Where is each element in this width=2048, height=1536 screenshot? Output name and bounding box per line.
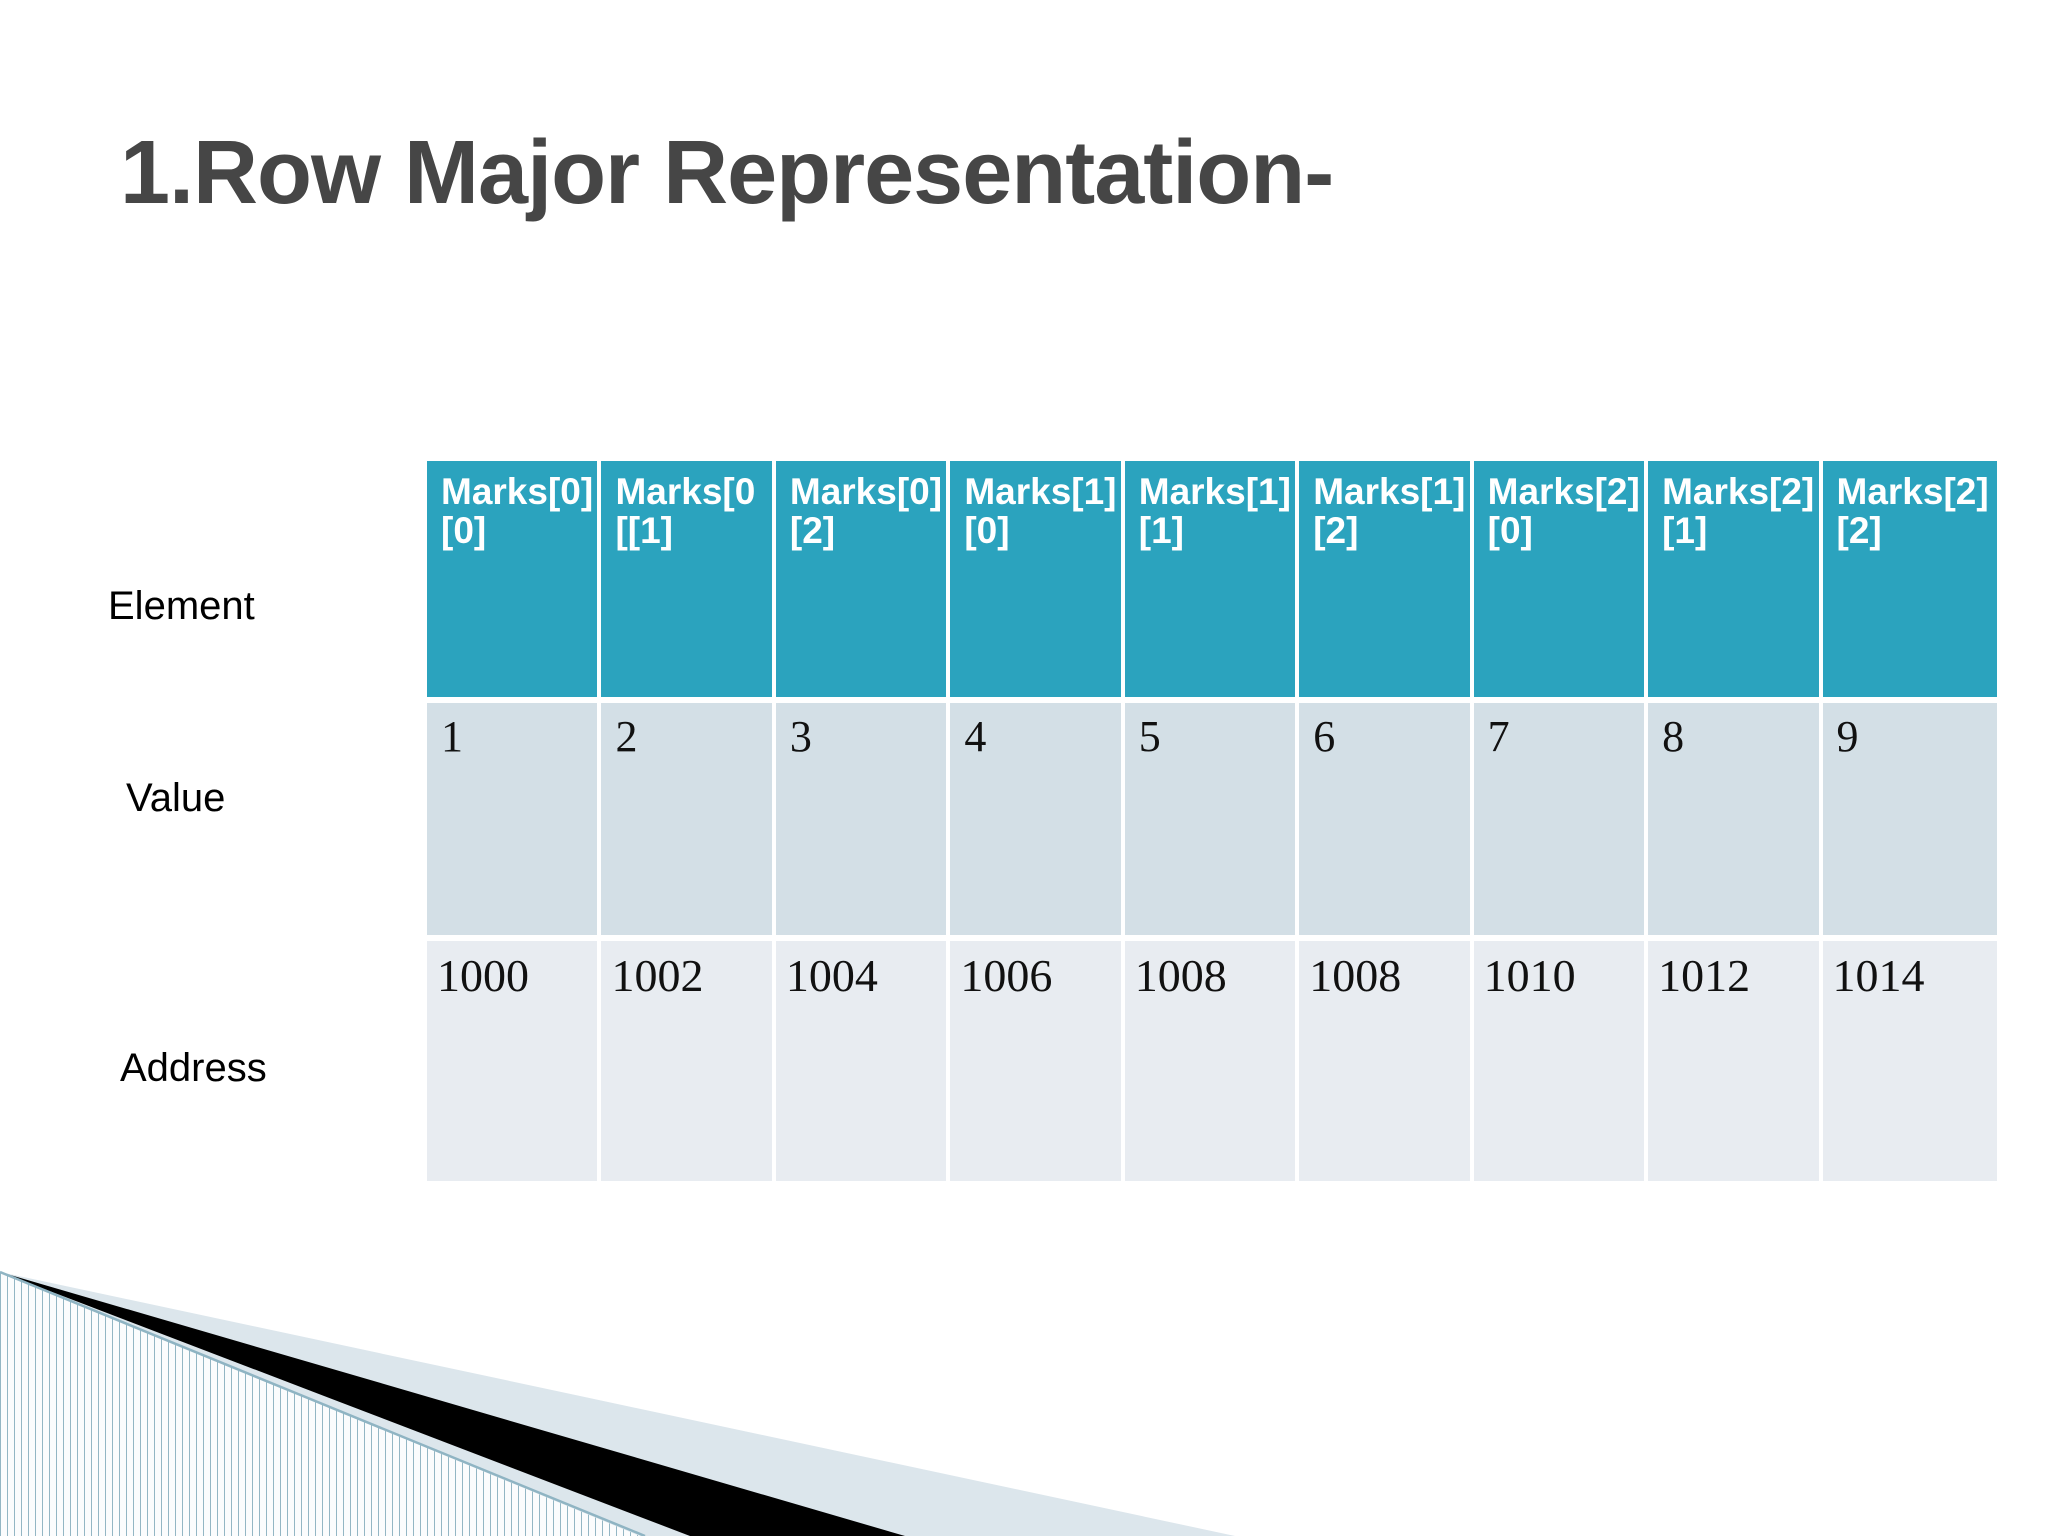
table-row-addresses: 1000 1002 1004 1006 1008 1008 1010 1012 …: [427, 941, 1997, 1181]
element-cell: Marks[0[[1]: [601, 461, 776, 697]
decoration-stripes: [0, 1272, 640, 1536]
value-cell: 7: [1473, 703, 1649, 935]
address-cell: 1008: [1299, 941, 1474, 1181]
table-row-values: 1 2 3 4 5 6 7 8 9: [427, 703, 1997, 935]
value-cell: 9: [1822, 703, 1997, 935]
address-cell: 1012: [1648, 941, 1823, 1181]
element-cell: Marks[2][0]: [1473, 461, 1649, 697]
address-cell: 1010: [1473, 941, 1649, 1181]
address-cell: 1002: [601, 941, 776, 1181]
row-major-memory-table: Marks[0][0] Marks[0[[1] Marks[0][2] Mark…: [427, 461, 1997, 1181]
value-cell: 4: [950, 703, 1125, 935]
row-divider-cell: [427, 697, 1997, 703]
row-label-value: Value: [126, 776, 226, 820]
element-cell: Marks[0][2]: [775, 461, 951, 697]
row-divider: [427, 697, 1997, 703]
bottom-left-corner-graphic-icon: [0, 1270, 1235, 1536]
address-cell: 1014: [1822, 941, 1997, 1181]
element-cell: Marks[2][2]: [1822, 461, 1997, 697]
row-label-element: Element: [108, 584, 255, 628]
row-divider: [427, 935, 1997, 941]
decoration-band: [0, 1272, 1235, 1536]
decoration-wedge: [0, 1272, 905, 1536]
element-cell: Marks[0][0]: [427, 461, 602, 697]
table-row-elements: Marks[0][0] Marks[0[[1] Marks[0][2] Mark…: [427, 461, 1997, 697]
value-cell: 6: [1299, 703, 1474, 935]
value-cell: 2: [601, 703, 776, 935]
value-cell: 3: [775, 703, 951, 935]
value-cell: 5: [1124, 703, 1300, 935]
value-cell: 8: [1648, 703, 1823, 935]
address-cell: 1004: [775, 941, 951, 1181]
element-cell: Marks[2][1]: [1648, 461, 1823, 697]
row-divider-cell: [427, 935, 1997, 941]
element-cell: Marks[1][0]: [950, 461, 1125, 697]
page-title: 1.Row Major Representation-: [120, 123, 1334, 223]
value-cell: 1: [427, 703, 602, 935]
address-cell: 1006: [950, 941, 1125, 1181]
element-cell: Marks[1][2]: [1299, 461, 1474, 697]
decoration-hairline: [0, 1270, 646, 1536]
row-label-address: Address: [120, 1046, 267, 1090]
address-cell: 1000: [427, 941, 602, 1181]
element-cell: Marks[1][1]: [1124, 461, 1300, 697]
address-cell: 1008: [1124, 941, 1300, 1181]
